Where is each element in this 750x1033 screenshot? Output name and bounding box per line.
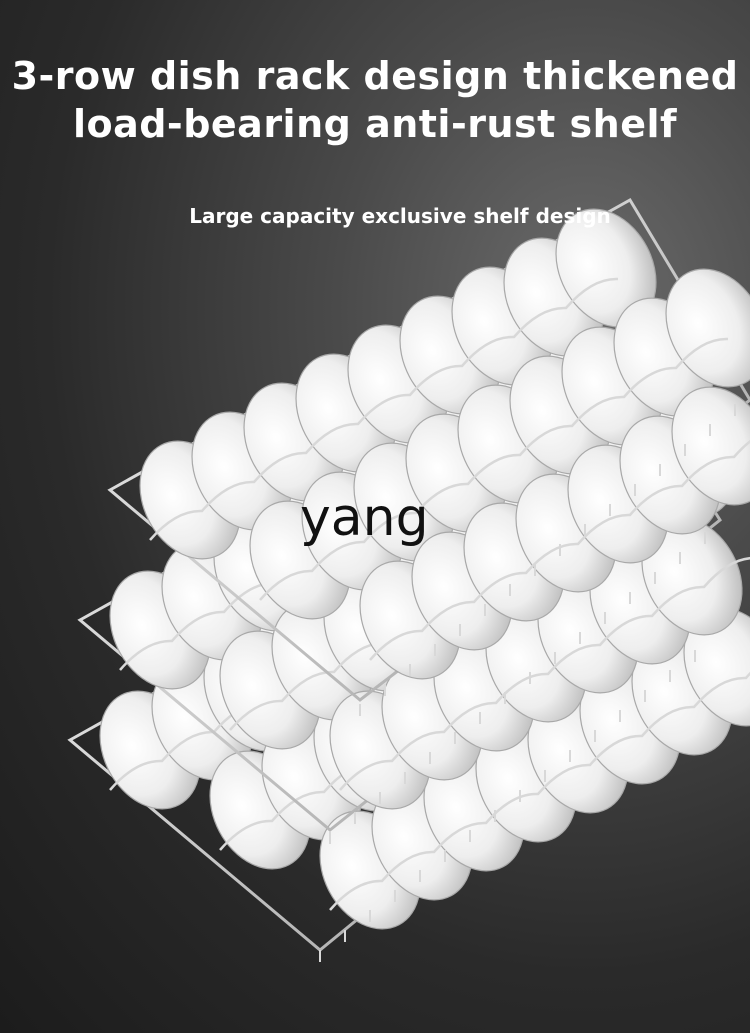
headline-line-1: 3-row dish rack design thickened [11,54,739,98]
rack-group [67,197,750,962]
holder-wire [149,277,619,541]
holder-wire [259,337,729,601]
holder-wire [369,440,750,661]
holder-wire [329,671,750,911]
bowl [671,386,750,506]
subheadline: Large capacity exclusive shelf design [189,204,611,228]
bowl [665,268,750,388]
headline-line-2: load-bearing anti-rust shelf [72,102,678,146]
holder-wire [339,556,750,791]
watermark: yang [300,488,429,548]
headline: 3-row dish rack design thickened load-be… [0,52,750,148]
